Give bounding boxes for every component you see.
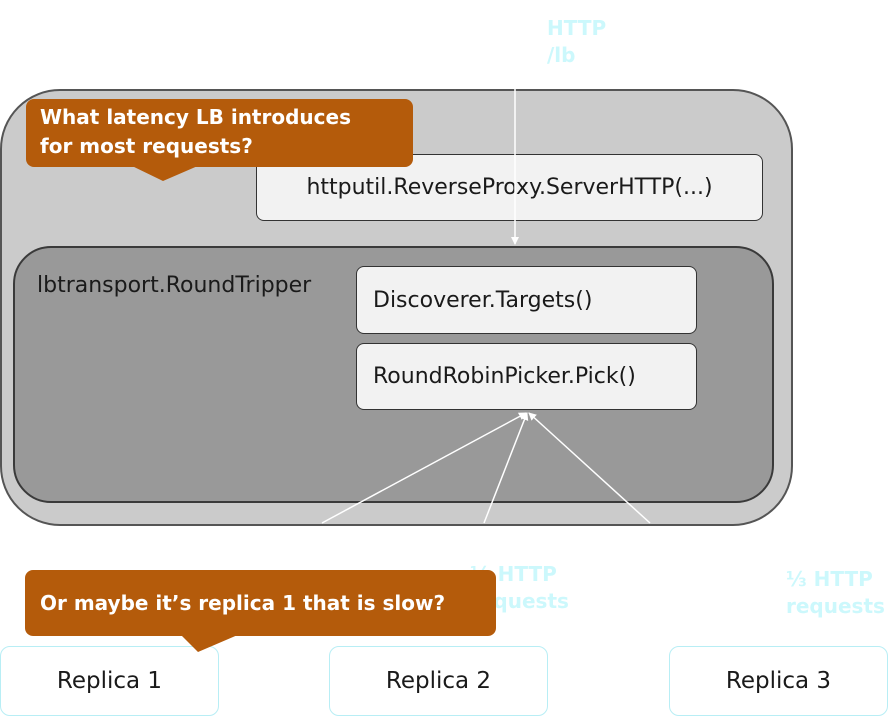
- callout-1-tail: [130, 165, 200, 181]
- discoverer-box: Discoverer.Targets(): [356, 266, 697, 334]
- callout-2-tail: [180, 634, 240, 652]
- replica-3-traffic-line-2: requests: [786, 594, 885, 618]
- lb-latency-callout-line-2: for most requests?: [40, 134, 253, 158]
- http-label-line-1: HTTP: [547, 16, 607, 40]
- reverse-proxy-box: httputil.ReverseProxy.ServerHTTP(...): [256, 154, 763, 221]
- picker-label: RoundRobinPicker.Pick(): [373, 364, 636, 389]
- replica-3-box: Replica 3: [669, 646, 888, 716]
- http-lb-label: HTTP /lb: [547, 15, 606, 69]
- replica-1-box: Replica 1: [0, 646, 219, 716]
- picker-box: RoundRobinPicker.Pick(): [356, 343, 697, 410]
- lb-latency-callout-line-1: What latency LB introduces: [40, 105, 351, 129]
- replica-2-box: Replica 2: [329, 646, 548, 716]
- round-tripper-label: lbtransport.RoundTripper: [37, 273, 312, 298]
- replica-slow-callout: Or maybe it’s replica 1 that is slow?: [25, 570, 496, 636]
- replica-3-traffic-line-1: ⅓ HTTP: [786, 567, 873, 591]
- reverse-proxy-label: httputil.ReverseProxy.ServerHTTP(...): [306, 175, 713, 200]
- replica-2-label: Replica 2: [385, 668, 492, 694]
- replica-slow-callout-text: Or maybe it’s replica 1 that is slow?: [40, 591, 446, 615]
- lb-latency-callout: What latency LB introduces for most requ…: [26, 99, 413, 167]
- replica-1-label: Replica 1: [56, 668, 163, 694]
- discoverer-label: Discoverer.Targets(): [373, 287, 593, 313]
- replica-3-traffic-label: ⅓ HTTP requests: [786, 566, 885, 620]
- replica-1-arrow: [321, 412, 527, 524]
- http-label-line-2: /lb: [547, 43, 576, 67]
- replica-3-label: Replica 3: [725, 668, 832, 694]
- replica-3-arrow: [528, 412, 651, 524]
- replica-2-arrow: [483, 412, 529, 524]
